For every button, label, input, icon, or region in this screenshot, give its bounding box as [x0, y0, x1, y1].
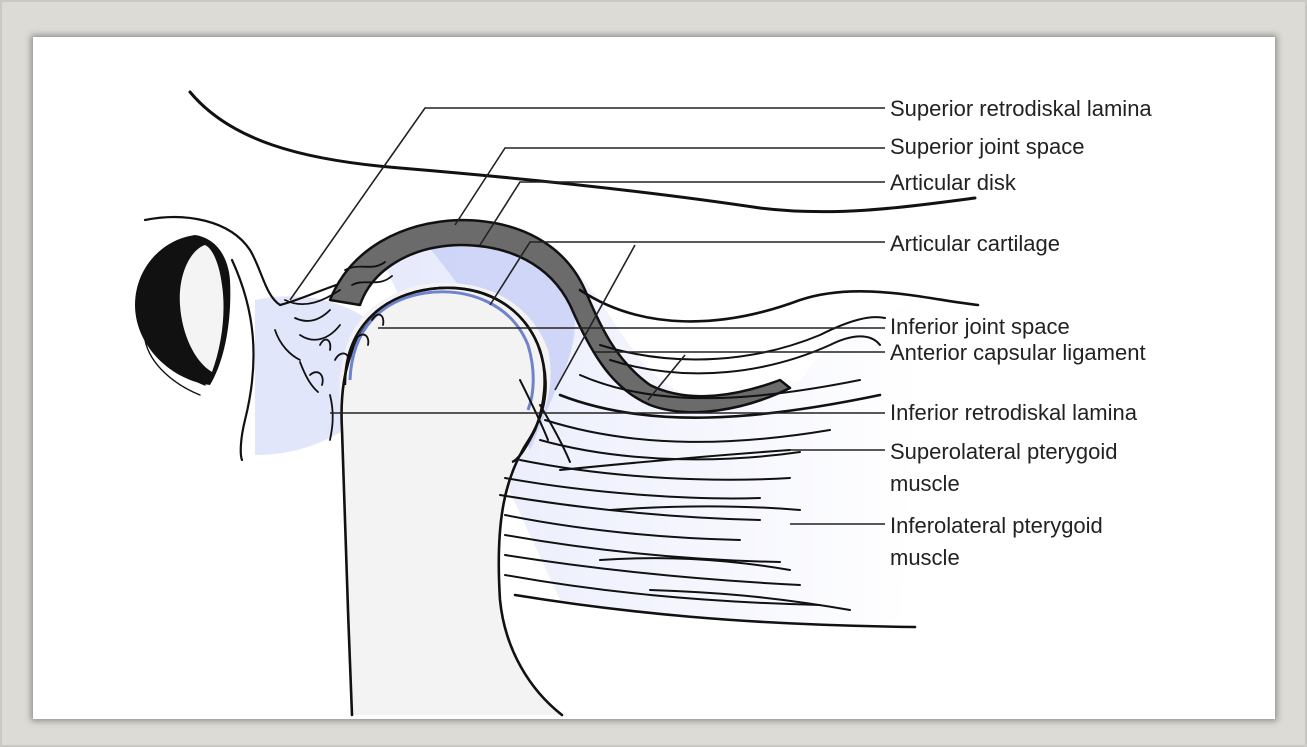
- label-inferolateral-pterygoid-line2: muscle: [890, 545, 960, 570]
- label-group: Superior retrodiskal lamina Superior joi…: [890, 96, 1152, 570]
- label-superolateral-pterygoid-line1: Superolateral pterygoid: [890, 439, 1117, 464]
- label-superior-retrodiskal-lamina: Superior retrodiskal lamina: [890, 96, 1152, 121]
- label-inferior-retrodiskal-lamina: Inferior retrodiskal lamina: [890, 400, 1138, 425]
- label-articular-disk: Articular disk: [890, 170, 1017, 195]
- label-anterior-capsular-ligament: Anterior capsular ligament: [890, 340, 1146, 365]
- leader-superior-joint-space: [455, 148, 885, 225]
- leader-articular-disk: [480, 182, 885, 245]
- label-inferolateral-pterygoid-line1: Inferolateral pterygoid: [890, 513, 1103, 538]
- label-inferior-joint-space: Inferior joint space: [890, 314, 1070, 339]
- label-articular-cartilage: Articular cartilage: [890, 231, 1060, 256]
- skull-base-outline: [190, 92, 975, 212]
- label-superior-joint-space: Superior joint space: [890, 134, 1084, 159]
- label-superolateral-pterygoid-line2: muscle: [890, 471, 960, 496]
